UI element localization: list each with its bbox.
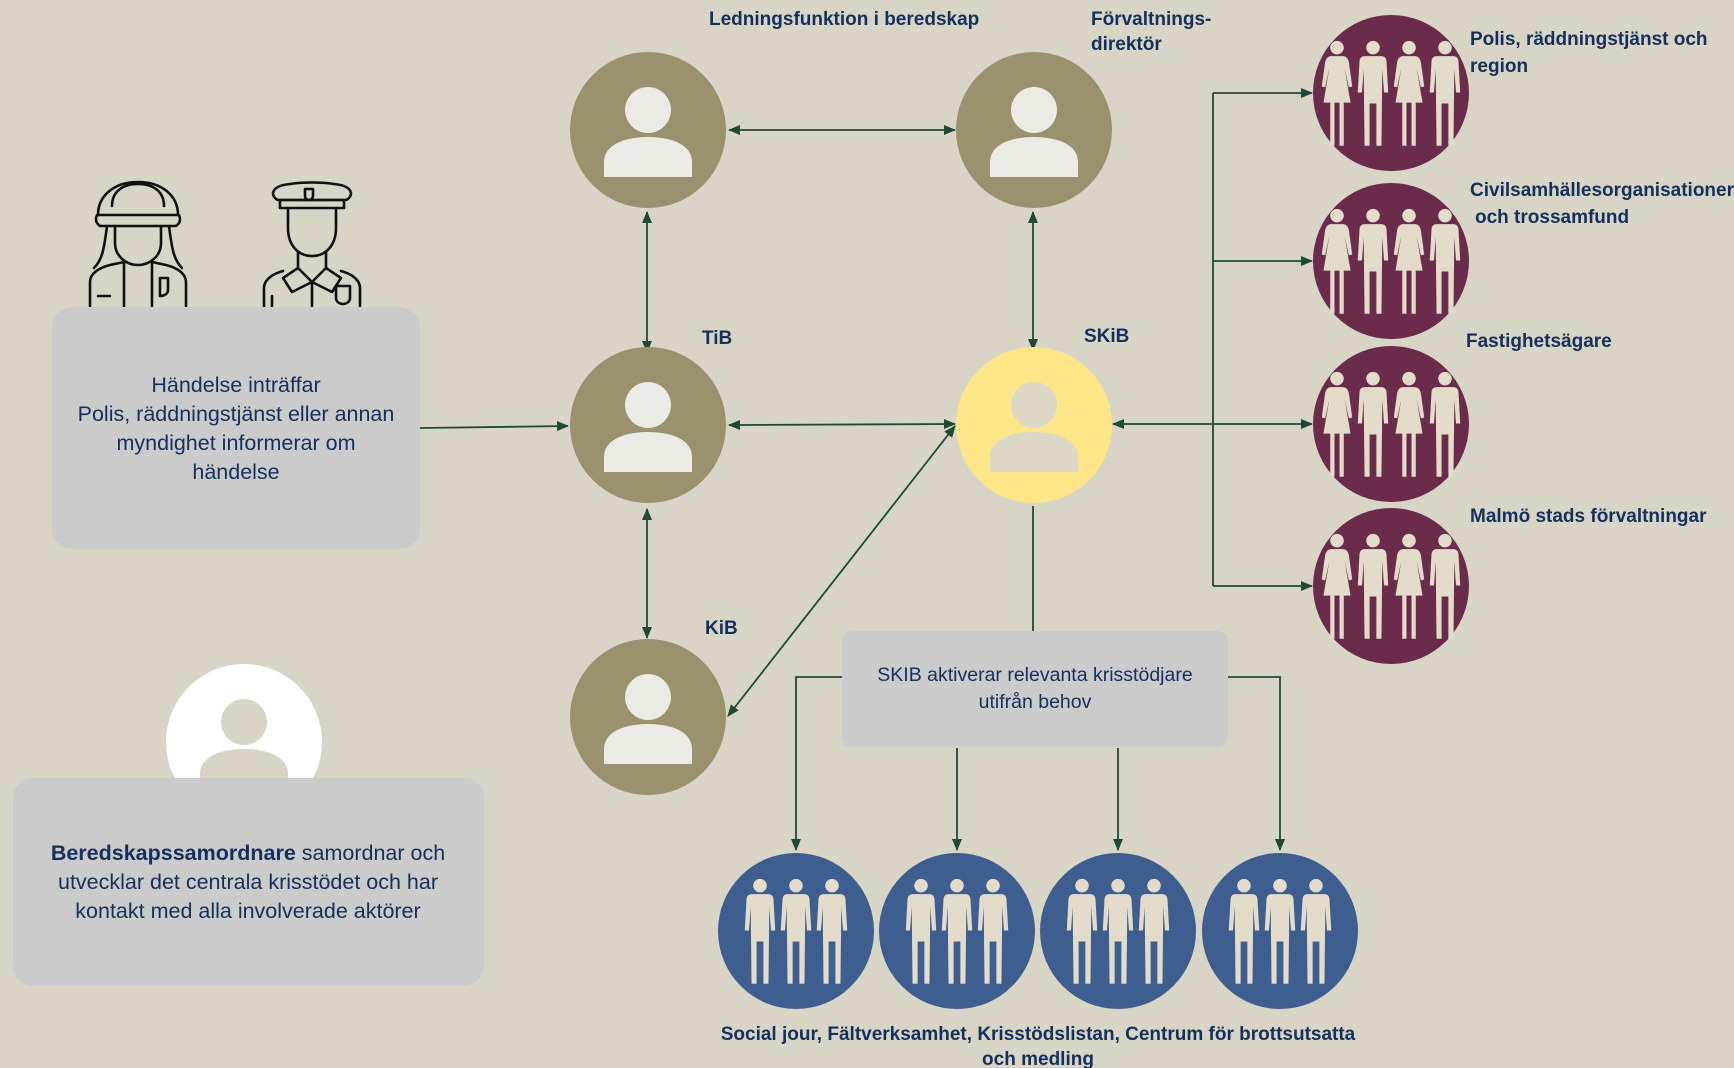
actor-groups [1313, 15, 1469, 664]
support-group-4 [1202, 853, 1358, 1009]
label-support-line2: och medling [982, 1049, 1094, 1068]
skib-box-line2: utifrån behov [979, 691, 1092, 713]
event-line3: myndighet informerar om [117, 431, 356, 455]
node-skib [956, 347, 1112, 503]
actor-group-fastighet [1313, 346, 1469, 502]
actor-group-malmo [1313, 508, 1469, 664]
connector-box-support-1 [791, 676, 842, 851]
label-ledning: Ledningsfunktion i beredskap [709, 9, 979, 30]
event-line2: Polis, räddningstjänst eller annan [78, 402, 395, 426]
label-skib: SKiB [1084, 326, 1129, 347]
label-forvaltning-line1: Förvaltnings- [1091, 9, 1211, 30]
support-group-3 [1040, 853, 1196, 1009]
firefighter-icon [88, 180, 188, 308]
police-icon [262, 181, 362, 308]
coordinator-role: Beredskapssamordnare [51, 841, 296, 865]
node-forvaltning [956, 52, 1112, 208]
coordinator-line3: kontakt med alla involverade aktörer [75, 899, 420, 923]
support-groups [718, 853, 1358, 1009]
coordinator-line1-rest: samordnar och [296, 841, 445, 865]
label-polis-line2: region [1470, 56, 1528, 77]
label-polis-line1: Polis, räddningstjänst och [1470, 29, 1708, 50]
skib-box-line1: SKIB aktiverar relevanta krisstödjare [877, 664, 1192, 686]
coordinator-line2: utvecklar det centrala krisstödet och ha… [58, 870, 438, 894]
skib-activation-box: SKIB aktiverar relevanta krisstödjare ut… [842, 631, 1228, 747]
label-tib: TiB [702, 328, 732, 349]
label-civil-line2: och trossamfund [1475, 207, 1629, 228]
label-civil-line1: Civilsamhällesorganisationer [1470, 180, 1734, 201]
connector-tib-skib [728, 419, 956, 430]
label-forvaltning-line2: direktör [1091, 34, 1162, 55]
event-box: Händelse inträffar Polis, räddningstjäns… [52, 307, 420, 549]
support-group-2 [879, 853, 1035, 1009]
actor-group-civil [1313, 183, 1469, 339]
connector-box-support-4 [1228, 676, 1285, 851]
connector-event-tib [419, 421, 569, 432]
coordinator-line1: Beredskapssamordnare samordnar och [51, 841, 445, 865]
support-group-1 [718, 853, 874, 1009]
label-support-line1: Social jour, Fältverksamhet, Krisstödsli… [721, 1024, 1356, 1045]
connector-kib-skib [727, 425, 956, 717]
label-fastighet: Fastighetsägare [1466, 331, 1612, 352]
actor-group-polis [1313, 15, 1469, 171]
node-ledning [570, 52, 726, 208]
connectors [419, 88, 1313, 851]
coordinator-box: Beredskapssamordnare samordnar och utvec… [13, 778, 484, 986]
label-malmo: Malmö stads förvaltningar [1470, 506, 1707, 527]
event-line1: Händelse inträffar [151, 373, 320, 397]
node-tib [570, 347, 726, 503]
event-line4: händelse [192, 460, 279, 484]
node-kib [570, 639, 726, 795]
label-kib: KiB [705, 618, 738, 639]
